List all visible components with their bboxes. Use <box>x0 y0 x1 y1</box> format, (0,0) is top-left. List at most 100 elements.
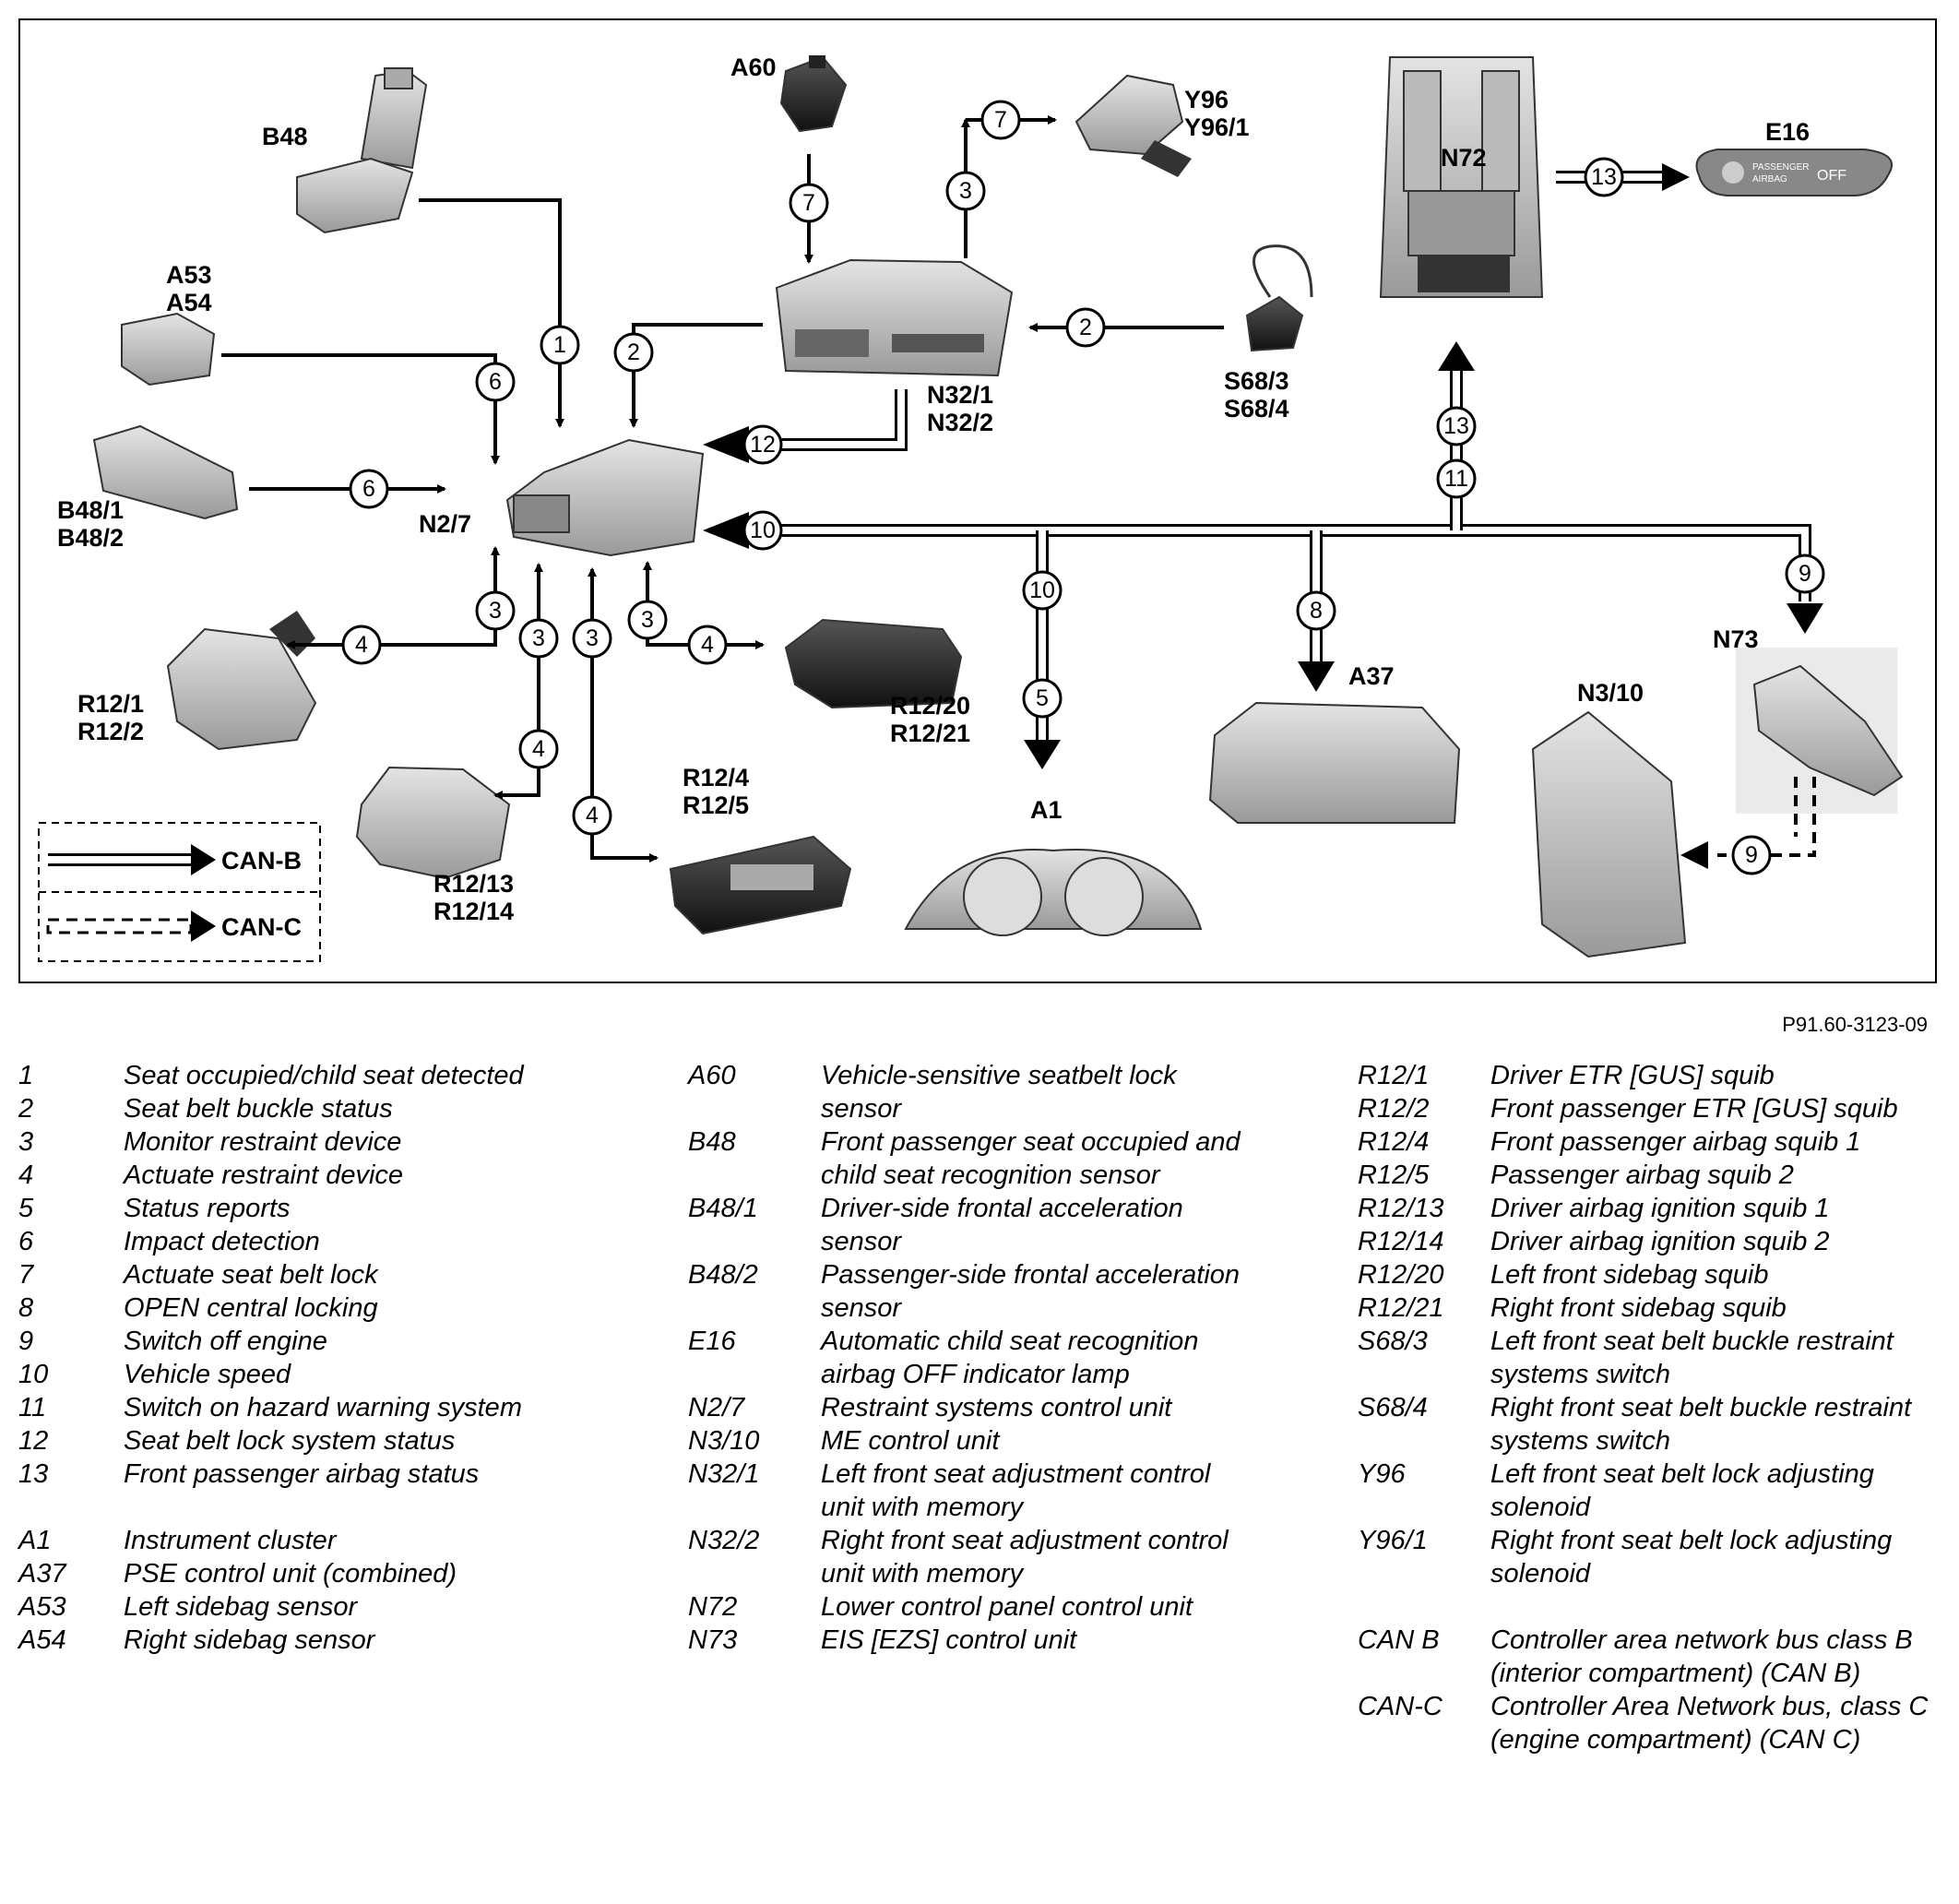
label-b48-1: B48/1 <box>57 496 124 524</box>
legend-desc: Right front seat adjustment control unit… <box>821 1526 1229 1589</box>
legend-desc: Automatic child seat recognition airbag … <box>821 1327 1199 1389</box>
legend-desc: Actuate seat belt lock <box>124 1260 378 1290</box>
can-c-legend-arrow <box>46 910 216 942</box>
legend-code: 5 <box>18 1194 34 1223</box>
label-r12-21: R12/21 <box>890 720 970 747</box>
signal-circle: 3 <box>572 618 612 659</box>
legend-code: R12/4 <box>1358 1127 1430 1157</box>
label-r12-5: R12/5 <box>683 791 749 819</box>
signal-number: 9 <box>1745 842 1758 868</box>
e16-lamp-text-2: AIRBAG <box>1752 174 1787 184</box>
legend-desc: Switch on hazard warning system <box>124 1393 522 1422</box>
label-n3-10: N3/10 <box>1577 679 1644 707</box>
signal-number: 9 <box>1799 561 1811 587</box>
signal-circle: 2 <box>1065 307 1106 348</box>
signal-number: 4 <box>701 632 714 658</box>
r12-1-etr-squib-image <box>166 611 317 751</box>
signal-number: 11 <box>1444 466 1468 492</box>
legend-code: N72 <box>688 1592 738 1622</box>
legend-desc: PSE control unit (combined) <box>124 1559 457 1589</box>
signal-number: 8 <box>1310 598 1323 624</box>
legend-code: N3/10 <box>688 1426 760 1456</box>
legend-desc: Left front sidebag squib <box>1490 1260 1769 1290</box>
legend-desc: Right front sidebag squib <box>1490 1293 1787 1323</box>
legend-desc: Left sidebag sensor <box>124 1592 358 1622</box>
label-e16: E16 <box>1765 118 1810 146</box>
legend-code: N2/7 <box>688 1393 745 1422</box>
legend-spacer <box>1358 1590 1939 1624</box>
signal-number: 12 <box>750 432 776 458</box>
legend-desc: Seat occupied/child seat detected <box>124 1061 524 1090</box>
signal-circle: 6 <box>475 362 516 402</box>
signal-circle: 1 <box>540 325 580 365</box>
legend-desc: Status reports <box>124 1194 291 1223</box>
signal-circle: 7 <box>980 100 1021 140</box>
legend-code: 12 <box>18 1426 49 1456</box>
legend-code: Y96/1 <box>1358 1526 1428 1555</box>
label-n32-2: N32/2 <box>927 409 993 436</box>
legend-code: 6 <box>18 1227 34 1256</box>
label-b48: B48 <box>262 123 308 150</box>
legend-desc: Front passenger seat occupied and child … <box>821 1127 1241 1190</box>
signal-circle: 7 <box>789 183 829 223</box>
can-b-legend-label: CAN-B <box>221 847 302 875</box>
a37-pse-control-unit-image <box>1208 701 1461 824</box>
label-y96: Y96 <box>1184 86 1229 113</box>
signal-number: 2 <box>1079 315 1092 340</box>
label-a53: A53 <box>166 261 212 289</box>
legend-desc: Actuate restraint device <box>124 1160 404 1190</box>
signal-circle: 4 <box>341 625 382 665</box>
signal-number: 10 <box>750 518 776 543</box>
n2-7-control-unit-image <box>505 438 705 557</box>
figure-id: P91.60-3123-09 <box>1782 1013 1928 1036</box>
restraint-system-diagram: PASSENGER AIRBAG OFF <box>38 54 1904 962</box>
label-n73: N73 <box>1713 625 1759 653</box>
signal-number: 6 <box>489 369 502 395</box>
legend-code: R12/21 <box>1358 1293 1444 1323</box>
signal-number: 10 <box>1029 577 1055 603</box>
legend-desc: Seat belt lock system status <box>124 1426 456 1456</box>
legend-code: 3 <box>18 1127 34 1157</box>
signal-circle: 3 <box>945 171 986 211</box>
label-n2-7: N2/7 <box>419 510 471 538</box>
legend-desc: Vehicle-sensitive seatbelt lock sensor <box>821 1061 1177 1124</box>
legend-code: 2 <box>18 1094 34 1124</box>
legend-desc: Left front seat belt buckle restraint sy… <box>1490 1327 1894 1389</box>
signal-number: 3 <box>641 607 654 633</box>
legend-code: S68/3 <box>1358 1327 1428 1356</box>
label-y96-1: Y96/1 <box>1184 113 1250 141</box>
label-s68-3: S68/3 <box>1224 367 1289 395</box>
signal-circle: 9 <box>1731 835 1772 875</box>
legend-row: R12/21 Right front sidebag squib <box>1358 1291 1939 1325</box>
label-r12-4: R12/4 <box>683 764 749 791</box>
signal-circle: 13 <box>1436 406 1477 446</box>
signal-circle: 10 <box>1022 570 1063 611</box>
can-b-legend-arrow <box>48 844 216 875</box>
a1-instrument-cluster-image <box>904 849 1203 936</box>
legend-code: 13 <box>18 1459 49 1489</box>
signal-number: 13 <box>1443 413 1469 439</box>
signal-circle: 11 <box>1436 458 1477 499</box>
legend-code: B48/2 <box>688 1260 758 1290</box>
legend-code: R12/2 <box>1358 1094 1430 1124</box>
legend-desc: Instrument cluster <box>124 1526 337 1555</box>
legend-desc: Driver airbag ignition squib 1 <box>1490 1194 1830 1223</box>
label-r12-13: R12/13 <box>433 870 514 898</box>
signal-circle: 12 <box>742 424 783 465</box>
